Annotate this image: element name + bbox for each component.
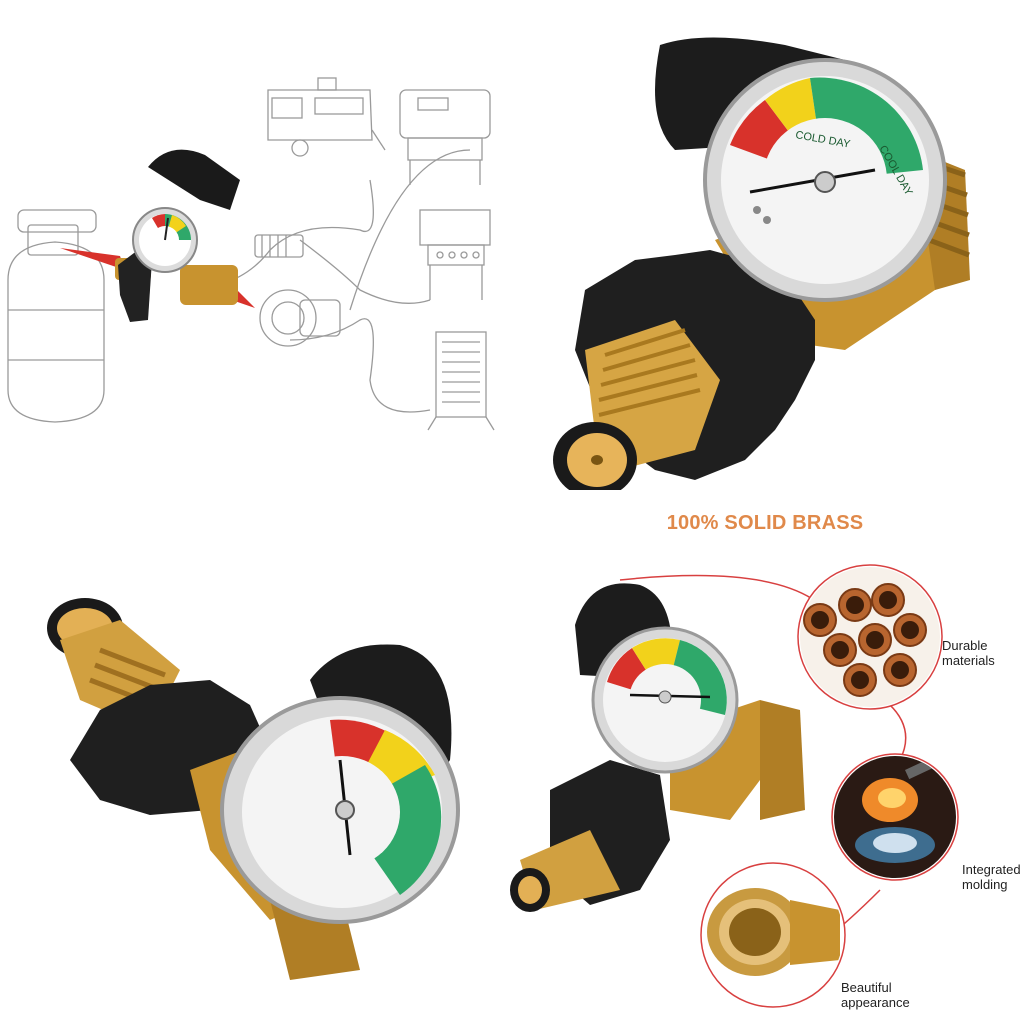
propane-tank xyxy=(7,209,105,423)
qcc-fitting-upper xyxy=(254,234,304,258)
feature-molding-line1: Integrated xyxy=(962,862,1021,877)
qcc-fitting-lower xyxy=(259,289,341,347)
feature-label-beautiful-appearance: Beautiful appearance xyxy=(841,980,910,1010)
feature-label-integrated-molding: Integrated molding xyxy=(962,862,1021,892)
durable-materials-image xyxy=(797,564,943,710)
feature-durable-line2: materials xyxy=(942,653,995,668)
adapter-small xyxy=(115,149,240,322)
patio-heater xyxy=(427,331,495,431)
pressure-gauge: COLD DAY COOL DAY xyxy=(703,58,947,302)
adapter-front-photo: COLD DAY COOL DAY xyxy=(553,37,970,490)
pressure-gauge-callout xyxy=(591,626,739,774)
adapter-side-photo xyxy=(47,598,460,980)
feature-appearance-line2: appearance xyxy=(841,995,910,1010)
feature-callouts: Durable materials Integrated molding Bea… xyxy=(510,560,1024,1024)
feature-appearance-line1: Beautiful xyxy=(841,980,892,995)
connection-diagram xyxy=(0,60,512,460)
grill-middle xyxy=(419,209,491,300)
adapter-front-view: COLD DAY COOL DAY xyxy=(545,20,985,490)
feature-molding-line2: molding xyxy=(962,877,1008,892)
arrow-to-tank xyxy=(60,248,125,270)
feature-durable-line1: Durable xyxy=(942,638,988,653)
adapter-side-view xyxy=(40,590,480,1000)
beautiful-appearance-image xyxy=(700,862,846,1008)
pressure-gauge-side xyxy=(220,696,460,924)
connection-diagram-drawing xyxy=(7,77,495,431)
camper-trailer xyxy=(267,77,386,157)
integrated-molding-image xyxy=(831,753,959,881)
headline-solid-brass: 100% SOLID BRASS xyxy=(666,512,864,534)
feature-callouts-drawing xyxy=(510,564,959,1008)
feature-label-durable-materials: Durable materials xyxy=(942,638,995,668)
grill-top xyxy=(399,89,491,185)
